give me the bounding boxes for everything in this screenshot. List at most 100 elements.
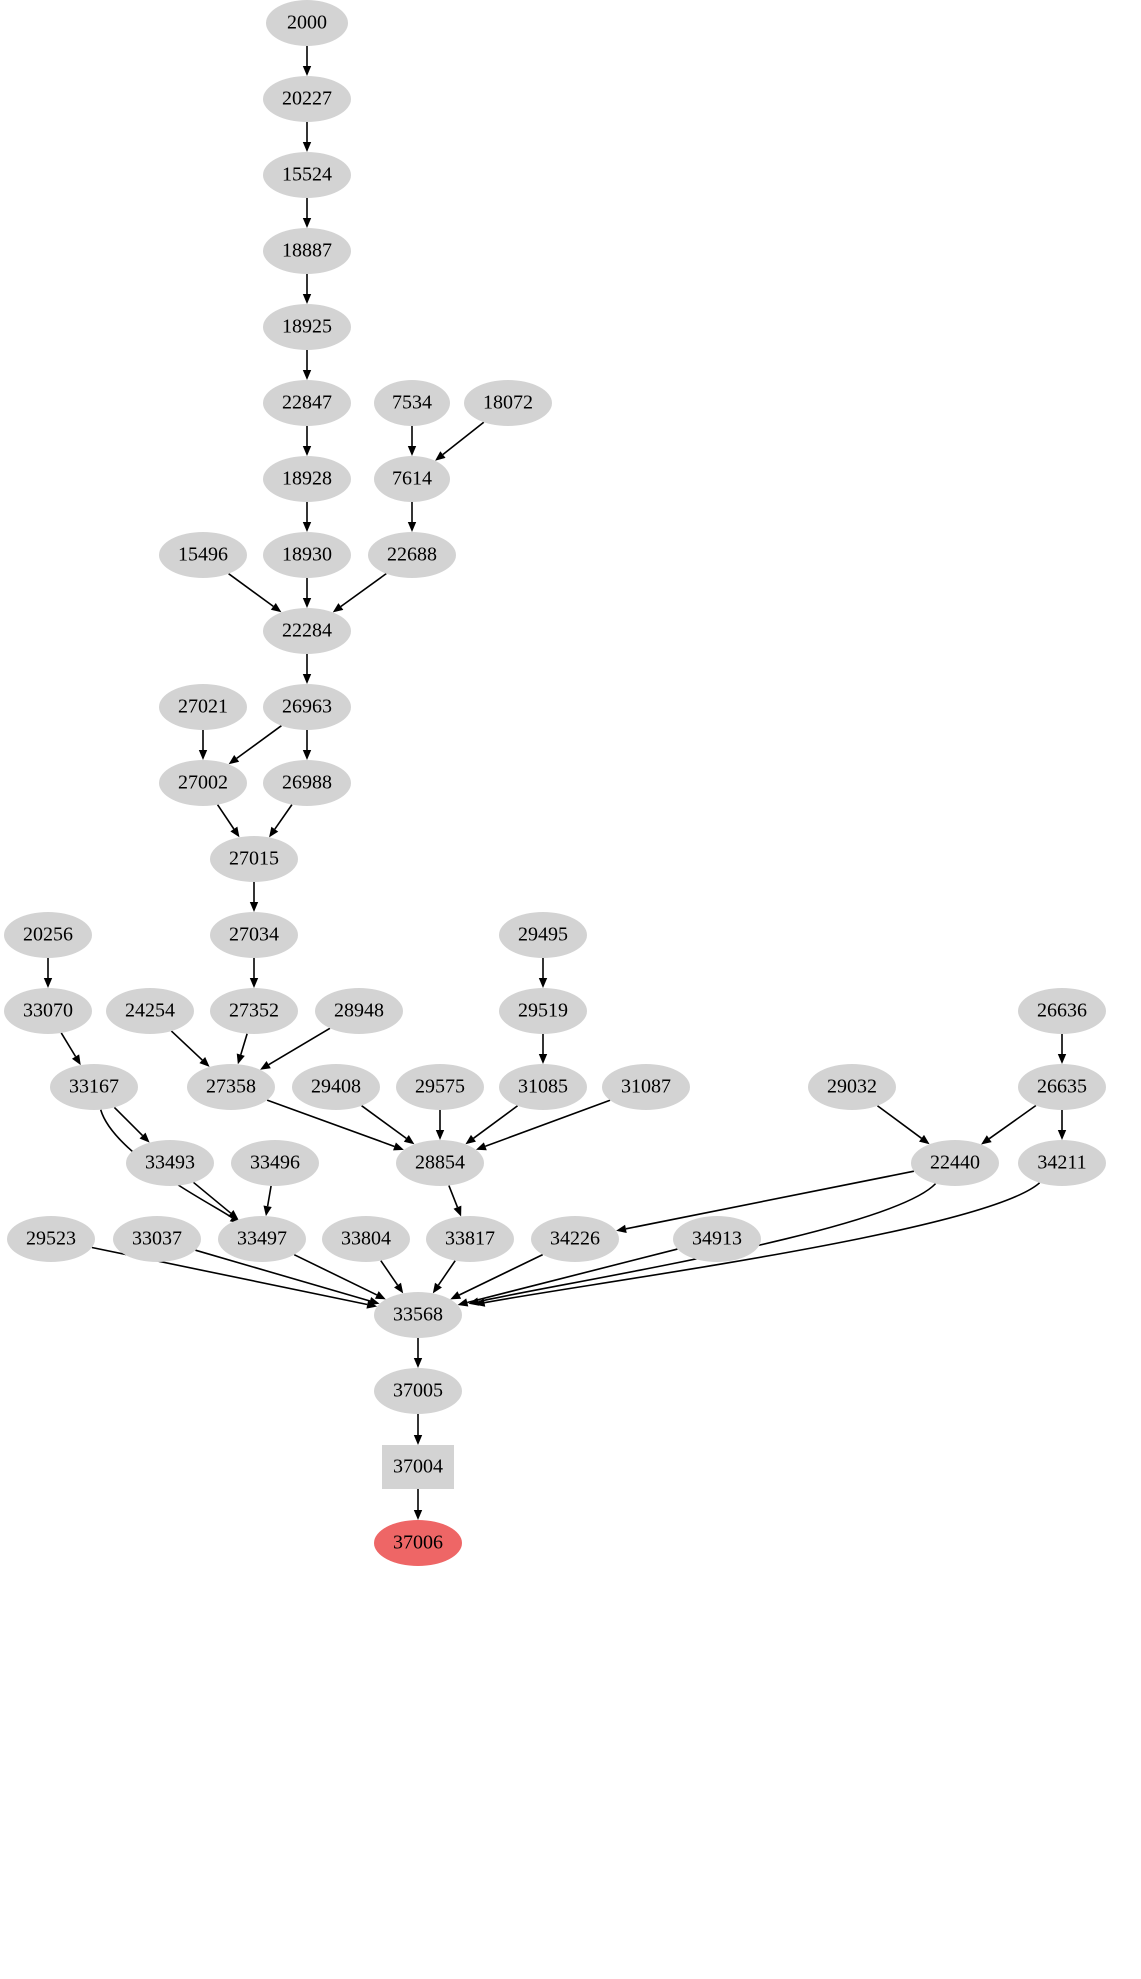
node-ellipse-shape[interactable] xyxy=(231,1140,319,1186)
graph-node[interactable]: 18925 xyxy=(263,304,351,350)
node-ellipse-shape[interactable] xyxy=(374,456,450,502)
node-ellipse-shape[interactable] xyxy=(374,1368,462,1414)
graph-node[interactable]: 18887 xyxy=(263,228,351,274)
graph-node[interactable]: 28854 xyxy=(396,1140,484,1186)
node-ellipse-shape[interactable] xyxy=(531,1216,619,1262)
node-ellipse-shape[interactable] xyxy=(113,1216,201,1262)
graph-node[interactable]: 27002 xyxy=(159,760,247,806)
node-ellipse-shape[interactable] xyxy=(1018,988,1106,1034)
node-ellipse-shape[interactable] xyxy=(499,988,587,1034)
graph-node[interactable]: 31085 xyxy=(499,1064,587,1110)
graph-node[interactable]: 29495 xyxy=(499,912,587,958)
graph-node[interactable]: 20256 xyxy=(4,912,92,958)
graph-node[interactable]: 33037 xyxy=(113,1216,201,1262)
node-ellipse-shape[interactable] xyxy=(263,684,351,730)
node-box-shape[interactable] xyxy=(382,1445,454,1489)
node-ellipse-shape[interactable] xyxy=(499,1064,587,1110)
node-ellipse-shape[interactable] xyxy=(263,228,351,274)
node-ellipse-shape[interactable] xyxy=(159,684,247,730)
node-ellipse-shape[interactable] xyxy=(911,1140,999,1186)
node-ellipse-shape[interactable] xyxy=(159,532,247,578)
node-ellipse-shape[interactable] xyxy=(374,1292,462,1338)
node-ellipse-shape[interactable] xyxy=(396,1140,484,1186)
graph-node[interactable]: 24254 xyxy=(106,988,194,1034)
node-ellipse-shape[interactable] xyxy=(602,1064,690,1110)
graph-node[interactable]: 34913 xyxy=(673,1216,761,1262)
graph-node[interactable]: 18072 xyxy=(464,380,552,426)
node-ellipse-shape[interactable] xyxy=(126,1140,214,1186)
graph-node[interactable]: 37004 xyxy=(382,1445,454,1489)
graph-node[interactable]: 20227 xyxy=(263,76,351,122)
node-ellipse-shape[interactable] xyxy=(106,988,194,1034)
graph-node[interactable]: 22688 xyxy=(368,532,456,578)
node-ellipse-shape[interactable] xyxy=(464,380,552,426)
graph-node[interactable]: 33496 xyxy=(231,1140,319,1186)
node-ellipse-shape[interactable] xyxy=(159,760,247,806)
node-ellipse-shape[interactable] xyxy=(263,152,351,198)
graph-node[interactable]: 33070 xyxy=(4,988,92,1034)
node-ellipse-shape[interactable] xyxy=(673,1216,761,1262)
node-ellipse-shape[interactable] xyxy=(7,1216,95,1262)
graph-node[interactable]: 33493 xyxy=(126,1140,214,1186)
graph-node[interactable]: 28948 xyxy=(315,988,403,1034)
node-ellipse-shape[interactable] xyxy=(426,1216,514,1262)
graph-node[interactable]: 27352 xyxy=(210,988,298,1034)
graph-node[interactable]: 34226 xyxy=(531,1216,619,1262)
node-ellipse-shape[interactable] xyxy=(263,532,351,578)
graph-node[interactable]: 7534 xyxy=(374,380,450,426)
node-ellipse-shape[interactable] xyxy=(499,912,587,958)
graph-node[interactable]: 26963 xyxy=(263,684,351,730)
graph-node[interactable]: 26635 xyxy=(1018,1064,1106,1110)
graph-node[interactable]: 27034 xyxy=(210,912,298,958)
node-ellipse-shape[interactable] xyxy=(210,988,298,1034)
graph-node[interactable]: 18928 xyxy=(263,456,351,502)
graph-node[interactable]: 29032 xyxy=(808,1064,896,1110)
graph-node[interactable]: 22440 xyxy=(911,1140,999,1186)
node-ellipse-shape[interactable] xyxy=(368,532,456,578)
node-ellipse-shape[interactable] xyxy=(374,1520,462,1566)
node-ellipse-shape[interactable] xyxy=(263,304,351,350)
graph-node[interactable]: 2000 xyxy=(266,0,348,46)
node-ellipse-shape[interactable] xyxy=(263,456,351,502)
graph-node[interactable]: 37006 xyxy=(374,1520,462,1566)
graph-node[interactable]: 33804 xyxy=(322,1216,410,1262)
graph-node[interactable]: 18930 xyxy=(263,532,351,578)
node-ellipse-shape[interactable] xyxy=(187,1064,275,1110)
graph-node[interactable]: 27358 xyxy=(187,1064,275,1110)
graph-node[interactable]: 33167 xyxy=(50,1064,138,1110)
graph-node[interactable]: 27021 xyxy=(159,684,247,730)
graph-node[interactable]: 29408 xyxy=(292,1064,380,1110)
node-ellipse-shape[interactable] xyxy=(218,1216,306,1262)
graph-node[interactable]: 37005 xyxy=(374,1368,462,1414)
graph-node[interactable]: 26988 xyxy=(263,760,351,806)
graph-node[interactable]: 29523 xyxy=(7,1216,95,1262)
node-ellipse-shape[interactable] xyxy=(1018,1140,1106,1186)
graph-node[interactable]: 33817 xyxy=(426,1216,514,1262)
graph-node[interactable]: 29519 xyxy=(499,988,587,1034)
node-ellipse-shape[interactable] xyxy=(315,988,403,1034)
graph-node[interactable]: 33497 xyxy=(218,1216,306,1262)
node-ellipse-shape[interactable] xyxy=(263,76,351,122)
node-ellipse-shape[interactable] xyxy=(4,912,92,958)
node-ellipse-shape[interactable] xyxy=(263,608,351,654)
node-ellipse-shape[interactable] xyxy=(50,1064,138,1110)
node-ellipse-shape[interactable] xyxy=(322,1216,410,1262)
graph-node[interactable]: 29575 xyxy=(396,1064,484,1110)
graph-node[interactable]: 27015 xyxy=(210,836,298,882)
graph-node[interactable]: 34211 xyxy=(1018,1140,1106,1186)
graph-node[interactable]: 22284 xyxy=(263,608,351,654)
graph-node[interactable]: 31087 xyxy=(602,1064,690,1110)
graph-node[interactable]: 15496 xyxy=(159,532,247,578)
node-ellipse-shape[interactable] xyxy=(4,988,92,1034)
node-ellipse-shape[interactable] xyxy=(396,1064,484,1110)
node-ellipse-shape[interactable] xyxy=(1018,1064,1106,1110)
node-ellipse-shape[interactable] xyxy=(210,912,298,958)
graph-node[interactable]: 15524 xyxy=(263,152,351,198)
graph-node[interactable]: 22847 xyxy=(263,380,351,426)
node-ellipse-shape[interactable] xyxy=(263,760,351,806)
graph-node[interactable]: 26636 xyxy=(1018,988,1106,1034)
graph-node[interactable]: 33568 xyxy=(374,1292,462,1338)
node-ellipse-shape[interactable] xyxy=(263,380,351,426)
node-ellipse-shape[interactable] xyxy=(210,836,298,882)
node-ellipse-shape[interactable] xyxy=(292,1064,380,1110)
